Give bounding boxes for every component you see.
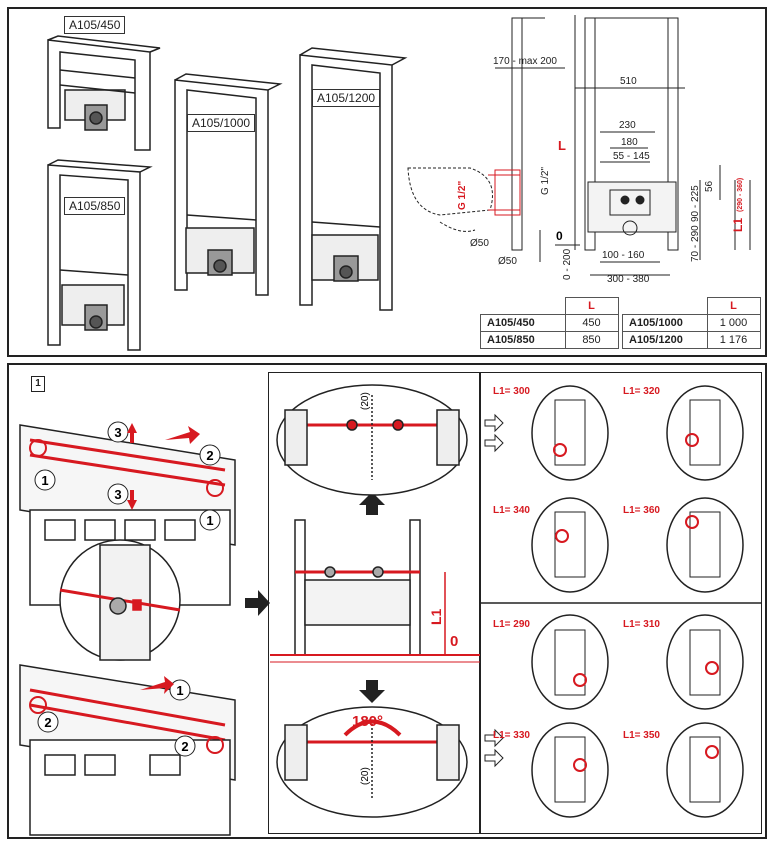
dim-d50-b: Ø50 bbox=[498, 256, 517, 267]
dim-L1: L1 bbox=[731, 218, 745, 232]
step-markers bbox=[34, 421, 221, 757]
dim-L: L bbox=[558, 138, 566, 153]
position-option-circles bbox=[531, 385, 744, 818]
dim-d50-a: Ø50 bbox=[470, 238, 489, 249]
model-label-a105-850: A105/850 bbox=[64, 197, 126, 215]
marker-1: 1 bbox=[206, 513, 213, 528]
spec-value: 850 bbox=[564, 331, 619, 349]
spec-value: 1 176 bbox=[706, 331, 761, 349]
center-frame-illustration bbox=[270, 519, 480, 663]
step-number: 1 bbox=[31, 376, 45, 392]
gap-label-bottom: (20) bbox=[360, 767, 371, 785]
dim-g12-a: G 1/2" bbox=[540, 167, 551, 195]
marker-1: 1 bbox=[41, 473, 48, 488]
dim-510: 510 bbox=[620, 76, 637, 87]
dim-0-200: 0 - 200 bbox=[562, 248, 573, 280]
motion-arrows bbox=[127, 423, 200, 694]
option-arrows bbox=[484, 413, 504, 768]
position-label: L1= 350 bbox=[623, 730, 660, 741]
dim-zero: 0 bbox=[556, 229, 563, 243]
dim-300-380: 300 - 380 bbox=[607, 274, 650, 285]
detail-ellipse-bottom bbox=[276, 706, 468, 818]
position-option-details bbox=[553, 399, 721, 803]
model-label-a105-450: A105/450 bbox=[64, 16, 126, 34]
frame-a105-1000-illustration bbox=[174, 73, 283, 296]
dim-L1-range: (290 - 360) bbox=[737, 178, 744, 212]
dim-55-145: 55 - 145 bbox=[613, 151, 650, 162]
frame-a105-450-illustration bbox=[47, 35, 161, 151]
marker-2: 2 bbox=[206, 448, 213, 463]
dim-56: 56 bbox=[704, 180, 715, 192]
dim-180: 180 bbox=[621, 137, 638, 148]
position-label: L1= 310 bbox=[623, 619, 660, 630]
frame-rails-bottom-illustration bbox=[19, 664, 236, 836]
center-L1: L1 bbox=[428, 608, 444, 625]
gap-label-top: (20) bbox=[360, 392, 371, 410]
zoom-detail-illustration bbox=[59, 539, 181, 661]
center-zero: 0 bbox=[450, 633, 458, 650]
transition-arrows bbox=[245, 492, 385, 703]
spec-model: A105/850 bbox=[480, 331, 566, 349]
dim-90-225: 90 - 225 bbox=[690, 185, 701, 222]
dim-100-160: 100 - 160 bbox=[602, 250, 645, 261]
position-label: L1= 290 bbox=[493, 619, 530, 630]
position-label: L1= 340 bbox=[493, 505, 530, 516]
technical-drawing bbox=[407, 15, 751, 276]
marker-1: 1 bbox=[176, 683, 183, 698]
spec-model: A105/1200 bbox=[622, 331, 708, 349]
frame-a105-850-illustration bbox=[47, 159, 153, 351]
marker-2: 2 bbox=[181, 739, 188, 754]
dim-170-200: 170 - max 200 bbox=[493, 56, 557, 67]
detail-ellipse-top bbox=[276, 384, 468, 496]
marker-3: 3 bbox=[114, 487, 121, 502]
rotate-label: 180° bbox=[352, 713, 383, 730]
model-label-a105-1000: A105/1000 bbox=[187, 114, 256, 132]
position-label: L1= 300 bbox=[493, 386, 530, 397]
marker-3: 3 bbox=[114, 425, 121, 440]
position-label: L1= 330 bbox=[493, 730, 530, 741]
position-label: L1= 360 bbox=[623, 505, 660, 516]
position-label: L1= 320 bbox=[623, 386, 660, 397]
model-label-a105-1200: A105/1200 bbox=[312, 89, 381, 107]
frame-a105-1200-illustration bbox=[299, 47, 408, 311]
dim-70-290: 70 - 290 bbox=[690, 225, 701, 262]
dim-230: 230 bbox=[619, 120, 636, 131]
marker-2: 2 bbox=[44, 715, 51, 730]
dim-g12-b: G 1/2" bbox=[457, 181, 468, 210]
